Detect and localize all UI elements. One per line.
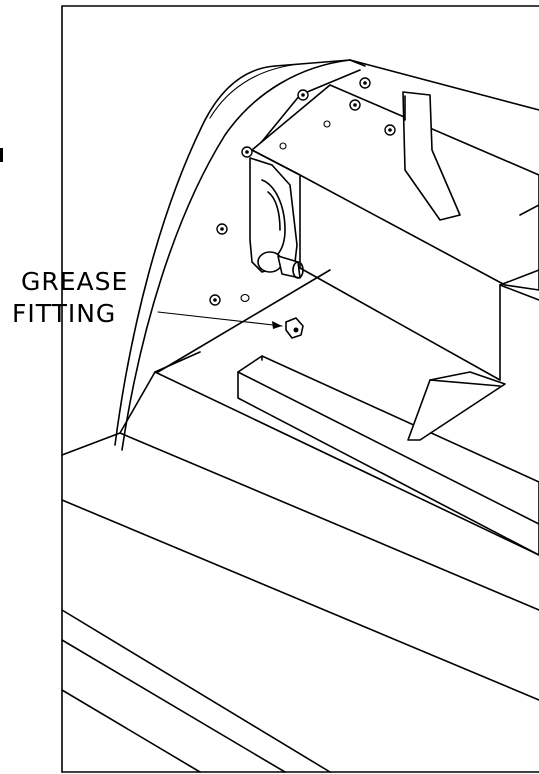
deck — [61, 351, 539, 773]
nut — [241, 146, 253, 158]
nut — [359, 77, 371, 89]
nut — [349, 99, 361, 111]
side-tube — [499, 204, 539, 301]
edge-mark — [0, 148, 3, 162]
callout-label-line2: FITTING — [12, 299, 116, 328]
nut — [209, 294, 221, 306]
callout-leader — [157, 311, 283, 329]
callout-label-line1: GREASE — [21, 267, 128, 296]
belt-guard — [114, 59, 539, 451]
square-tube — [251, 84, 539, 381]
drawing-frame — [61, 5, 539, 773]
bolt-heads — [209, 77, 396, 306]
nut — [384, 124, 396, 136]
rail-bar — [237, 355, 539, 556]
nut — [297, 89, 309, 101]
bearing-housing — [249, 157, 304, 279]
nut — [216, 223, 228, 235]
front-gusset — [407, 371, 506, 441]
grease-fitting — [285, 317, 304, 339]
rear-bracket — [402, 91, 461, 221]
